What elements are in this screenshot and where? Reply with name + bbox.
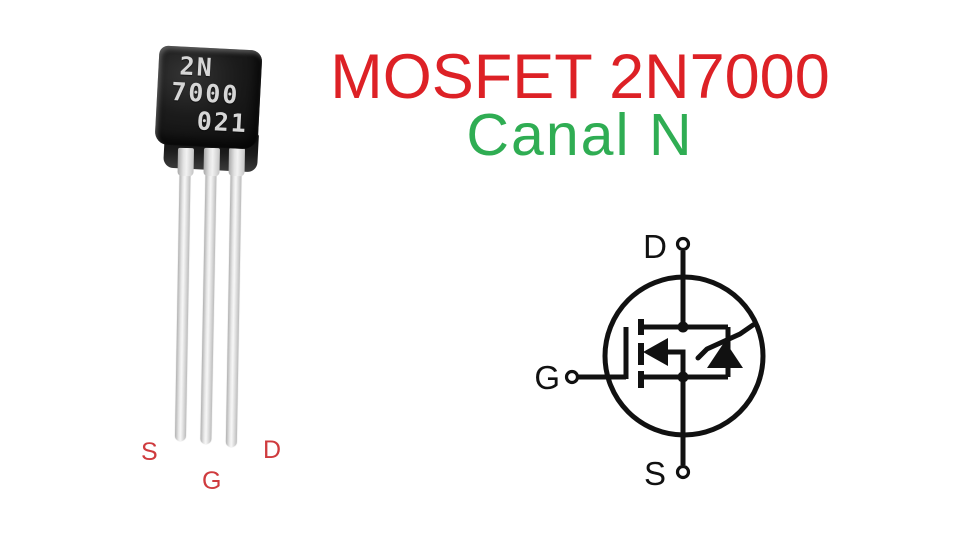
mosfet-symbol-icon: D G S [534, 228, 766, 492]
junction-dot-source [677, 371, 689, 383]
package-lead-gate [200, 147, 217, 445]
package-marking-line-2: 7000 [170, 77, 241, 110]
terminal-circle-source [675, 464, 691, 480]
package-lead-source [174, 147, 191, 442]
transistor-photo: 2N 7000 021 S G D [0, 0, 330, 540]
terminal-label-gate: G [534, 359, 560, 396]
title-sub: Canal N [466, 102, 694, 168]
terminal-label-source: S [644, 455, 666, 492]
title-main: MOSFET 2N7000 [330, 42, 830, 112]
body-diode-triangle-icon [707, 341, 743, 368]
junction-dot-drain [677, 321, 689, 333]
package-marking-line-3: 021 [195, 106, 249, 139]
substrate-arrow-icon [643, 338, 668, 366]
terminal-circle-drain [675, 236, 691, 252]
terminal-circle-gate [564, 369, 580, 385]
pin-label-source: S [141, 438, 158, 466]
pin-label-drain: D [263, 436, 282, 464]
package-lead-drain [225, 147, 242, 448]
pin-label-gate: G [202, 467, 222, 495]
body-diode-cathode-bar-icon [695, 322, 756, 361]
package-body: 2N 7000 021 [154, 45, 263, 150]
terminal-label-drain: D [643, 228, 667, 265]
substrate-to-source-wire [666, 349, 686, 373]
